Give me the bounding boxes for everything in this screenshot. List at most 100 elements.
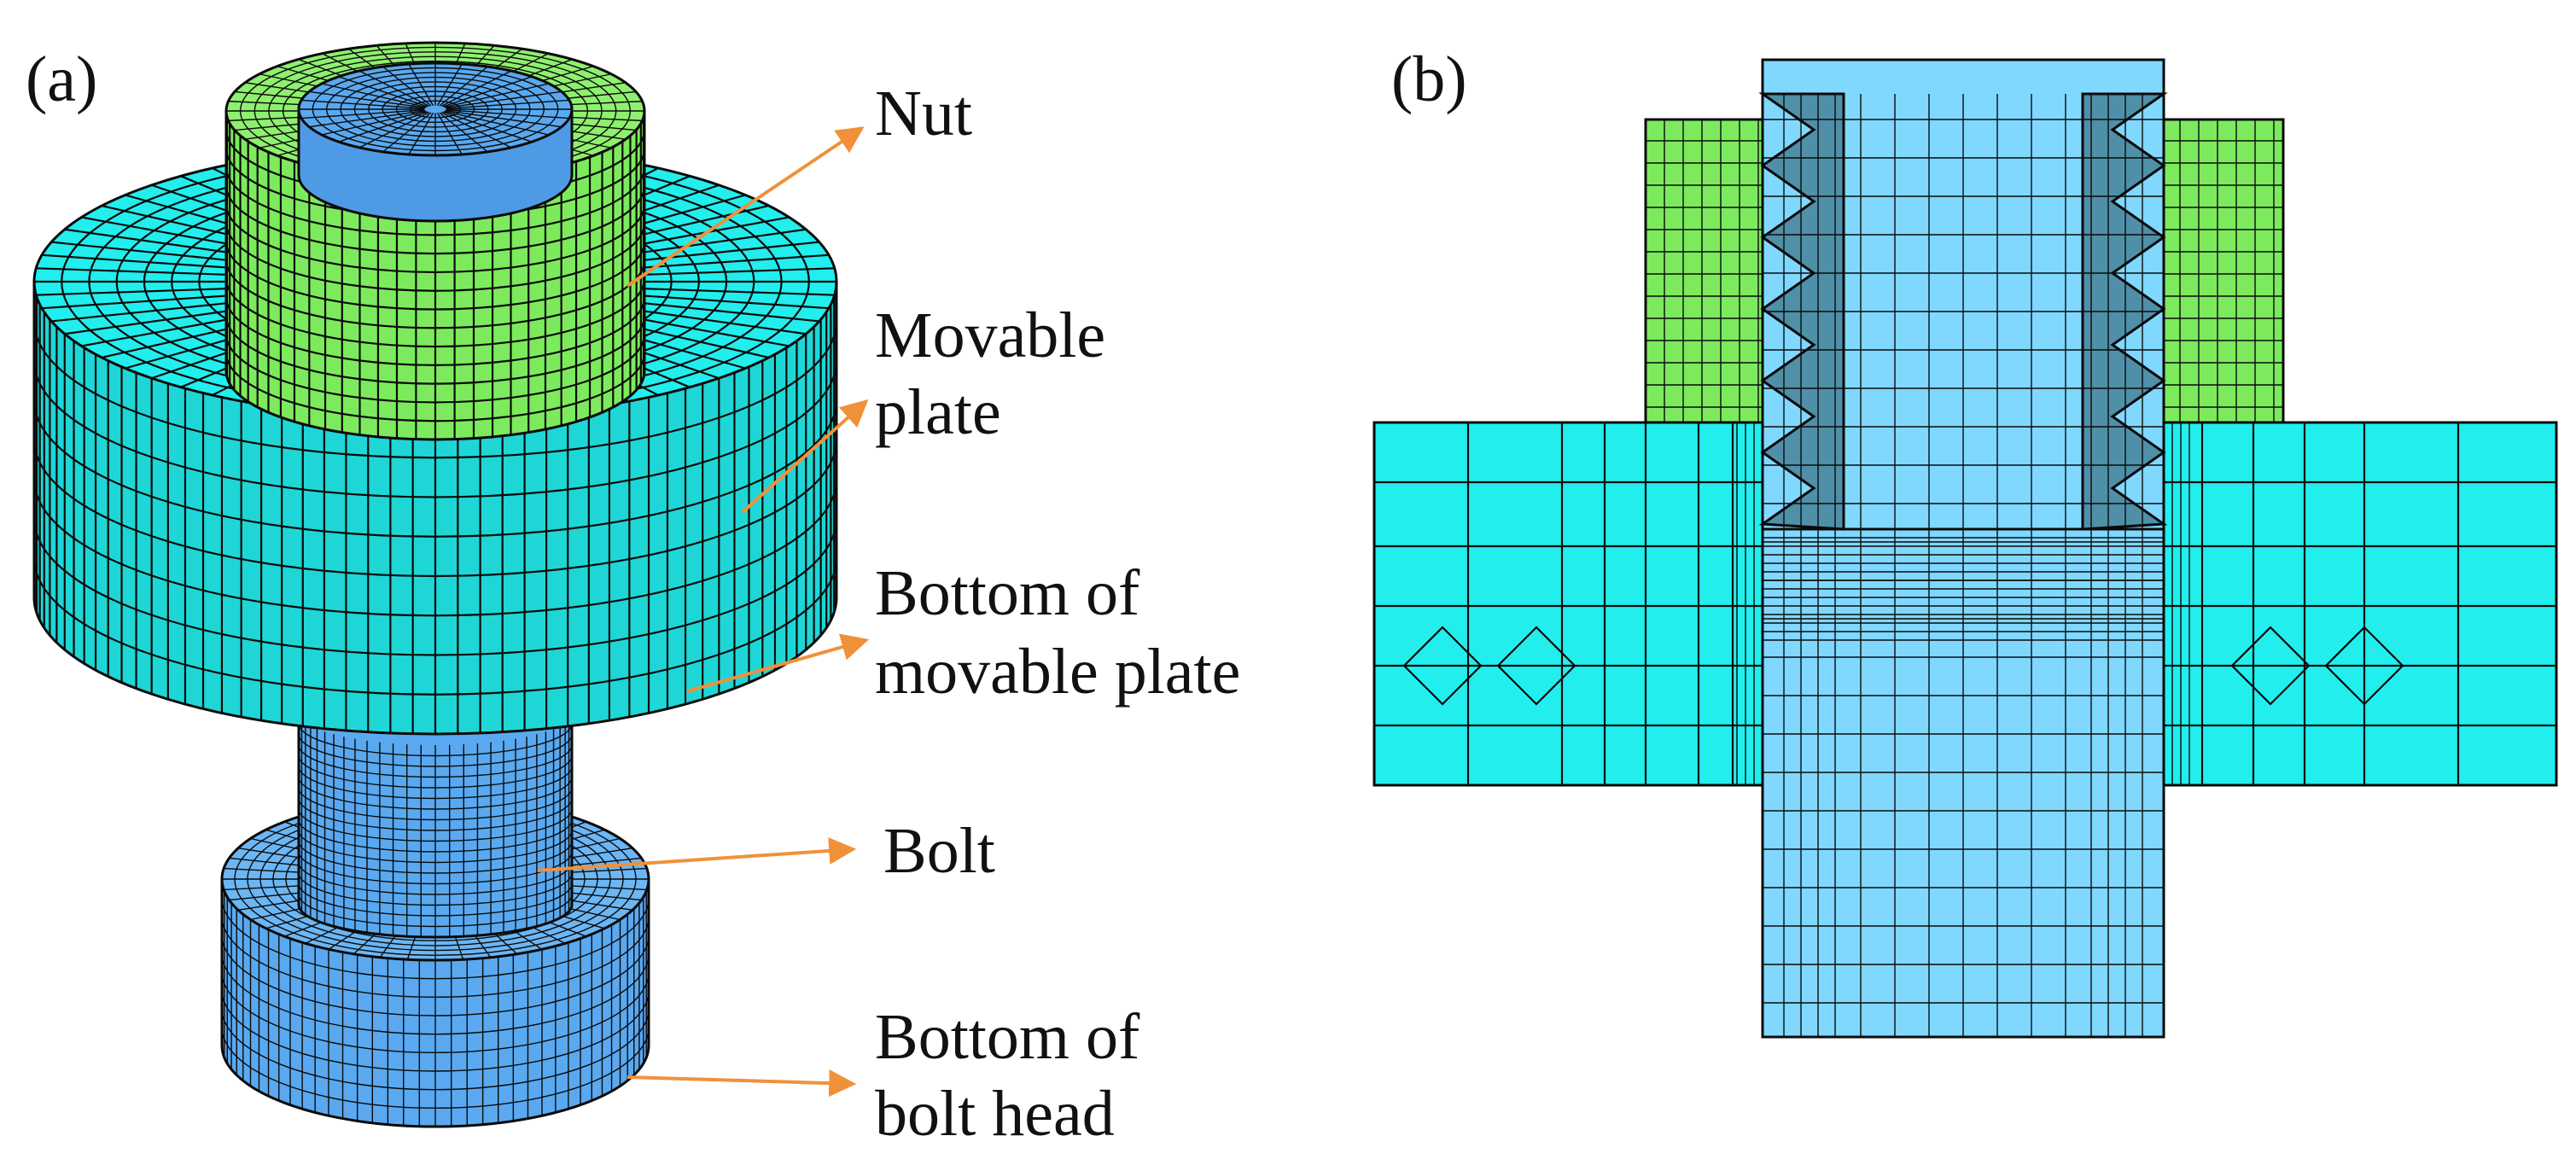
label-bolt: Bolt xyxy=(883,815,995,887)
mesh-ring xyxy=(224,185,646,255)
mesh-ring xyxy=(224,259,646,329)
mesh-ring xyxy=(32,557,838,696)
mesh-line xyxy=(568,123,637,131)
mesh-line xyxy=(561,847,633,860)
mesh-ring xyxy=(32,518,838,656)
label-bottom-bolt-head-2: bolt head xyxy=(875,1078,1115,1150)
mesh-line xyxy=(560,82,626,93)
mesh-ring xyxy=(298,766,573,800)
mesh-line xyxy=(358,70,430,108)
mesh-ring xyxy=(32,439,838,578)
mesh-ring xyxy=(32,399,838,538)
mesh-ring xyxy=(221,989,650,1072)
mesh-line xyxy=(224,867,300,873)
mesh-ring xyxy=(32,360,838,498)
mesh-line xyxy=(643,267,835,276)
mesh-line xyxy=(41,294,231,310)
mesh-line xyxy=(64,307,243,335)
mesh-ring xyxy=(221,1027,650,1110)
label-bottom-movable-plate-1: Bottom of xyxy=(875,557,1140,629)
mesh-diamond xyxy=(2230,626,2311,706)
mesh-line xyxy=(301,109,425,119)
mesh-line xyxy=(347,48,379,71)
mesh-line xyxy=(309,90,426,109)
mesh-line xyxy=(551,73,612,88)
mesh-line xyxy=(301,99,425,109)
mesh-line xyxy=(572,116,643,122)
mesh-line xyxy=(228,100,299,106)
mesh-ring xyxy=(224,278,646,348)
mesh-line xyxy=(309,109,426,128)
mesh-ring xyxy=(224,315,646,385)
callout-arrows xyxy=(537,126,870,1098)
mesh-line xyxy=(228,116,299,122)
mesh-line xyxy=(446,99,569,109)
label-movable-plate-2: plate xyxy=(875,376,1001,448)
mesh-line xyxy=(444,110,550,136)
mesh-ring xyxy=(224,241,646,311)
mesh-line xyxy=(81,314,252,347)
callout-labels: Nut Movable plate Bottom of movable plat… xyxy=(875,78,1240,1150)
mesh-line xyxy=(442,76,533,108)
mesh-line xyxy=(64,228,243,256)
arrow-bolt xyxy=(537,836,857,872)
mesh-line xyxy=(643,288,835,296)
mesh-diamond xyxy=(2324,626,2404,706)
mesh-ring xyxy=(224,166,646,236)
mesh-line xyxy=(229,892,304,901)
mesh-line xyxy=(436,63,463,107)
panel-a-label: (a) xyxy=(26,44,97,115)
bolt-section xyxy=(1758,58,2168,1039)
mesh-ring xyxy=(221,952,650,1035)
mesh-line xyxy=(245,82,311,93)
mesh-ring xyxy=(298,818,573,853)
mesh-ring xyxy=(224,222,646,292)
mesh-ring xyxy=(298,840,573,874)
panel-b-label: (b) xyxy=(1391,44,1467,115)
mesh-line xyxy=(321,83,427,108)
mesh-line xyxy=(408,63,434,107)
mesh-ring xyxy=(224,296,646,366)
mesh-line xyxy=(234,90,303,99)
mesh-ring xyxy=(298,894,573,928)
mesh-ring xyxy=(221,971,650,1054)
mesh-ring xyxy=(298,797,573,831)
mesh-line xyxy=(567,857,642,866)
mesh-ring xyxy=(298,776,573,810)
mesh-ring xyxy=(298,754,573,789)
mesh-line xyxy=(237,847,310,860)
mesh-line xyxy=(358,111,430,149)
arrow-nut xyxy=(626,126,865,288)
mesh-line xyxy=(36,288,228,296)
mesh-line xyxy=(639,253,830,269)
mesh-line xyxy=(277,65,331,83)
mesh-line xyxy=(229,857,304,866)
mesh-line xyxy=(224,885,300,891)
mesh-line xyxy=(338,111,428,143)
mesh-line xyxy=(41,253,231,269)
label-movable-plate-1: Movable xyxy=(875,300,1105,371)
mesh-ring xyxy=(298,808,573,842)
mesh-line xyxy=(259,73,320,88)
mesh-line xyxy=(525,58,573,78)
mesh-line xyxy=(439,112,488,153)
mesh-line xyxy=(619,314,790,347)
mesh-line xyxy=(440,111,512,149)
mesh-ring xyxy=(298,861,573,895)
mesh-ring xyxy=(224,352,646,422)
nut xyxy=(224,41,646,441)
mesh-line xyxy=(444,83,550,108)
mesh-ring xyxy=(298,882,573,917)
mesh-line xyxy=(321,110,427,136)
mesh-ring xyxy=(298,851,573,885)
mesh-line xyxy=(442,111,533,143)
mesh-line xyxy=(36,267,228,276)
mesh-line xyxy=(570,867,647,873)
mesh-line xyxy=(234,123,303,131)
mesh-line xyxy=(639,294,830,310)
mesh-ring xyxy=(298,723,573,757)
arrow-movable-plate xyxy=(741,399,869,514)
mesh-line xyxy=(568,90,637,99)
mesh-line xyxy=(322,53,361,74)
mesh-line xyxy=(539,65,594,83)
